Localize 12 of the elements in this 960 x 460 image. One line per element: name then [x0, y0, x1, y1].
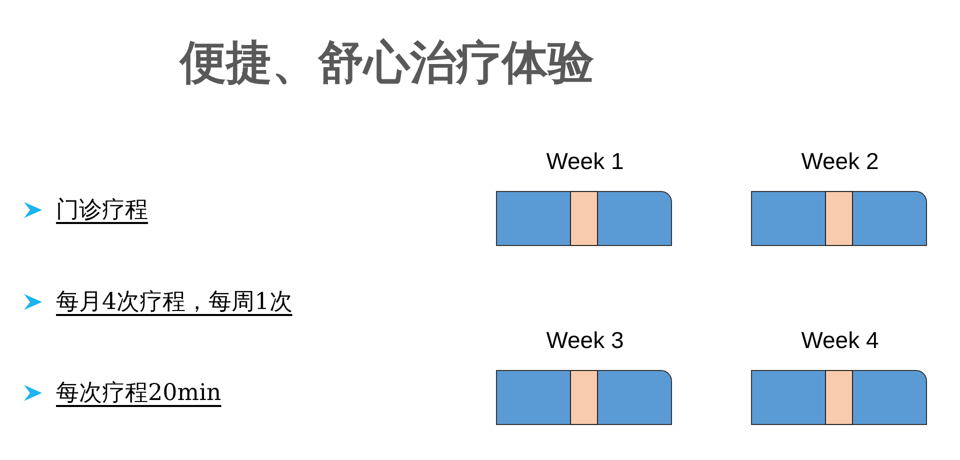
week-heading: Week 2	[800, 147, 880, 175]
week-heading: Week 4	[800, 326, 880, 354]
week-heading: Week 1	[545, 147, 625, 175]
session-slot	[570, 370, 598, 424]
title: 便捷、舒心治疗体验	[180, 34, 594, 91]
week-heading: Week 3	[545, 326, 625, 354]
bullet-text: 每月4次疗程，每周1次	[56, 288, 292, 317]
bullet-text: 每次疗程20min	[56, 379, 222, 408]
bullet-text: 门诊疗程	[56, 196, 148, 225]
session-slot	[825, 370, 853, 424]
session-slot	[570, 190, 598, 246]
session-slot	[825, 190, 853, 246]
